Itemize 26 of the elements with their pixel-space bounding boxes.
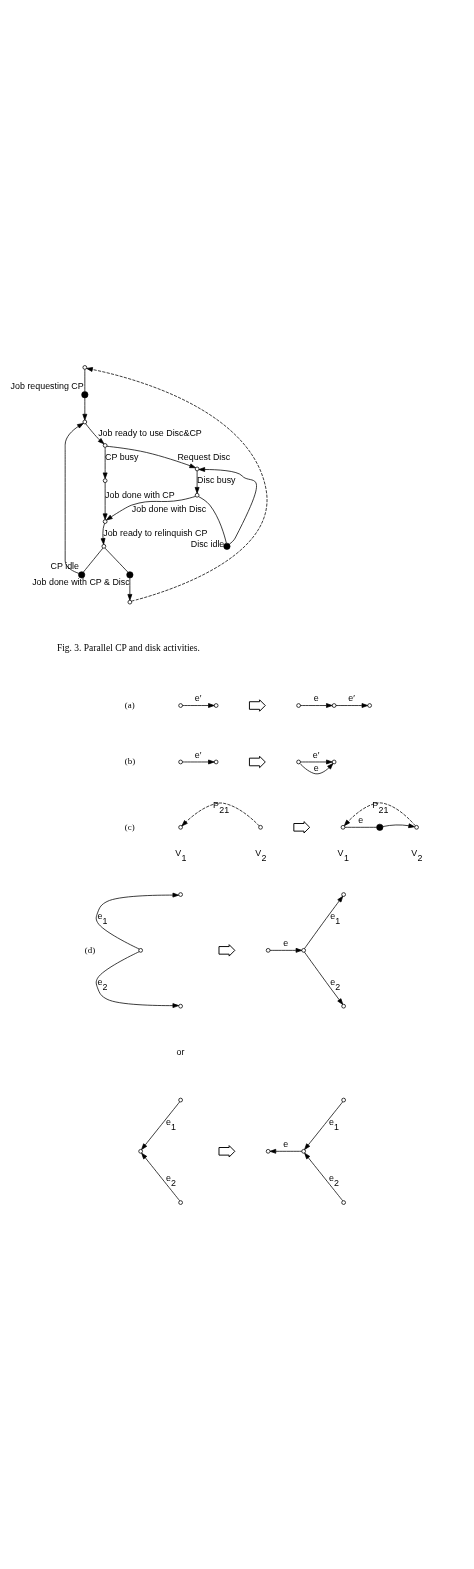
edge-label: Job done with Disc — [131, 503, 207, 514]
edge-label: e — [283, 937, 289, 948]
edge-label: e′ — [194, 692, 202, 703]
label: or — [176, 1046, 185, 1057]
edge-label: CP busy — [105, 451, 139, 462]
edge-label: Job ready to relinquish CP — [103, 527, 208, 538]
node-label: Disc idle — [190, 538, 225, 549]
edge-label: e — [313, 762, 319, 773]
edge-label: e — [283, 1138, 289, 1149]
edge-label: e′ — [312, 749, 320, 760]
node-label: Job requesting CP — [10, 380, 84, 391]
caption: Fig. 3. Parallel CP and disk activities. — [56, 642, 200, 653]
edge-label: Job done with CP — [105, 489, 175, 500]
label: (a) — [124, 699, 135, 710]
edge-label: Request Disc — [177, 451, 231, 462]
edge-label: Job ready to use Disc&CP — [98, 427, 202, 438]
edge-label: e — [358, 814, 364, 825]
edge-label: Disc busy — [197, 474, 236, 485]
node-label: Job done with CP & Disc — [32, 576, 130, 587]
label: (d) — [84, 944, 96, 955]
label: (c) — [124, 821, 135, 832]
edge-label: e′ — [194, 749, 202, 760]
label: (b) — [124, 755, 136, 766]
edge-label: e′ — [348, 692, 355, 703]
edge-label: e — [313, 692, 319, 703]
node-label: CP idle — [50, 560, 80, 571]
